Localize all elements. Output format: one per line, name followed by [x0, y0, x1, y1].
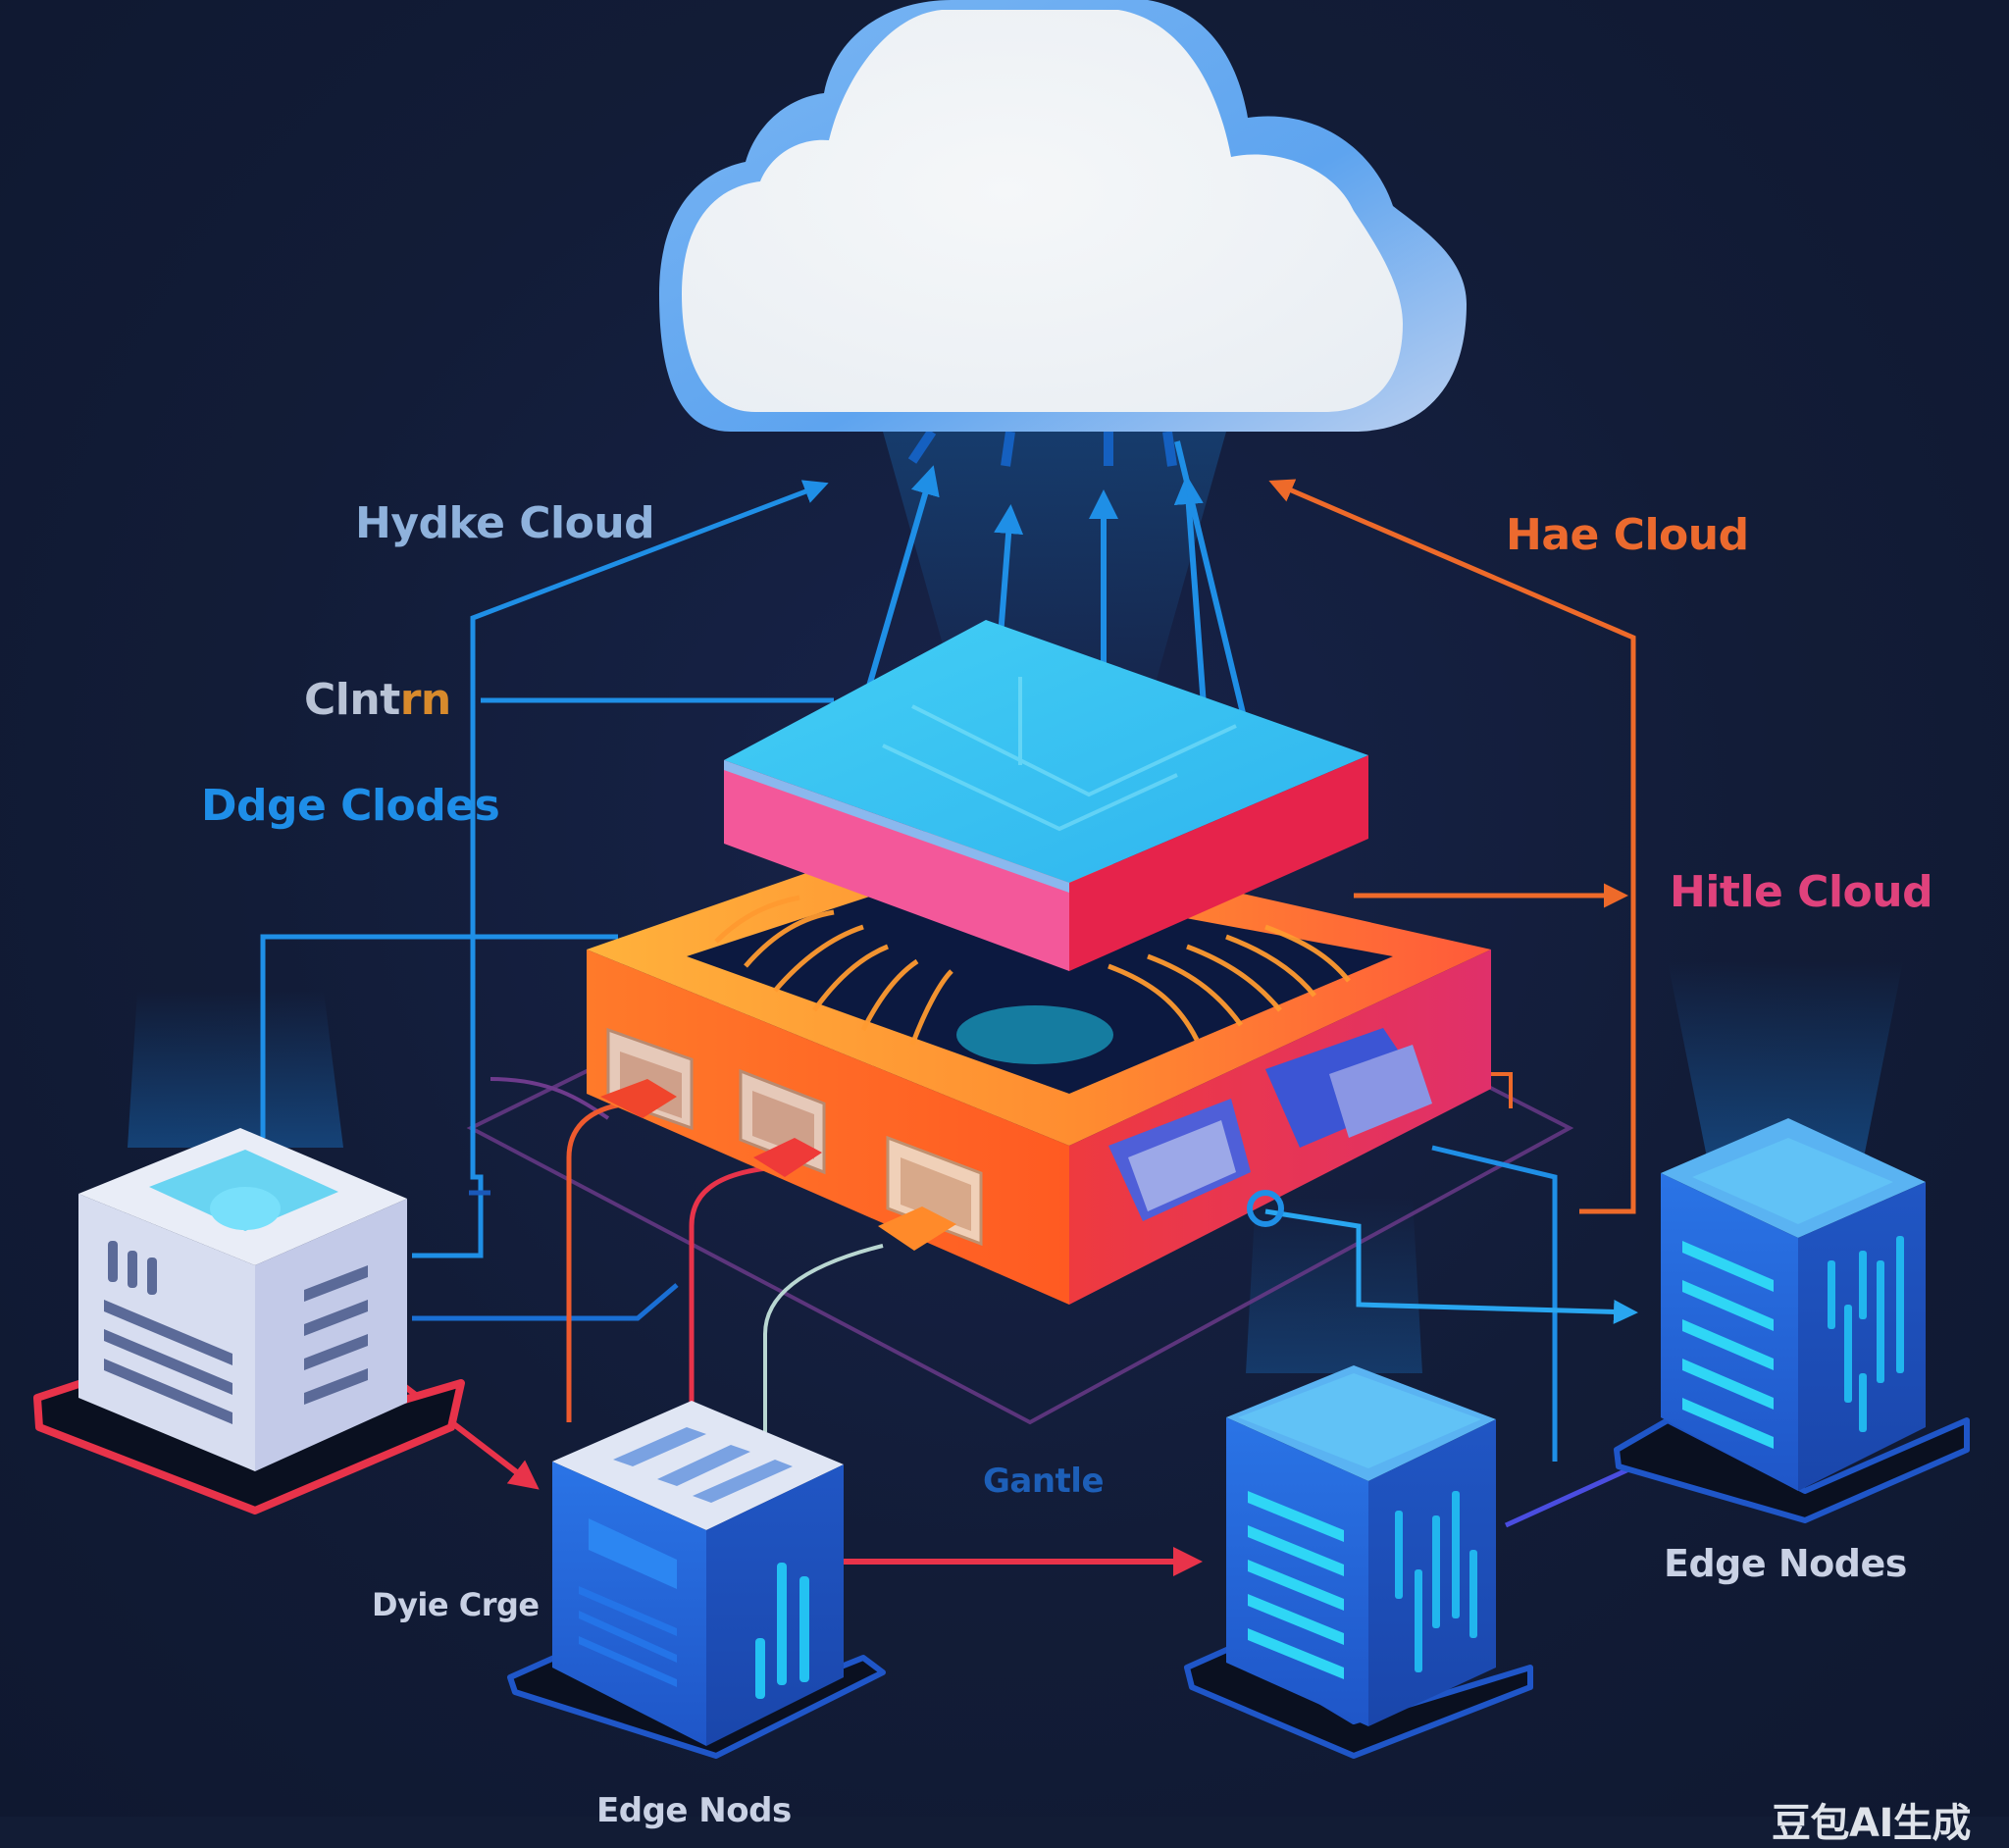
link-right-server-cable: [1431, 1145, 1558, 1462]
label-edge-nodes-bottom: Edge Nods: [596, 1791, 792, 1830]
link-hae-cloud: [1268, 479, 1636, 1214]
label-clntrn: Clntrn: [304, 675, 451, 725]
downlink-5: [1174, 440, 1260, 751]
label-clntrn-tail: rn: [399, 675, 452, 725]
label-clntrn-head: Clnt: [304, 675, 400, 725]
link-orange-right-small: [1491, 1072, 1513, 1108]
link-hydke-cloud: [412, 480, 829, 1258]
link-cream-center: [763, 1244, 884, 1432]
router-icon: [587, 826, 1491, 1305]
link-red-center: [689, 1164, 776, 1403]
uplink-1: [860, 465, 940, 707]
label-hae-cloud: Hae Cloud: [1506, 510, 1749, 560]
link-left-server-top: [260, 934, 618, 1138]
label-edge-nodes-right: Edge Nodes: [1664, 1542, 1907, 1585]
router-port-side-2: [1265, 1028, 1432, 1148]
link-red-left-down: [566, 1101, 629, 1422]
label-hitle-cloud: Hitle Cloud: [1670, 867, 1933, 917]
link-left-server-mid: [412, 1283, 679, 1321]
cloud-stem-4: [1162, 431, 1177, 467]
chip-icon: [724, 620, 1368, 971]
watermark: 豆包AI生成: [1772, 1801, 1971, 1846]
cloud-stem-2: [1001, 431, 1015, 467]
server-icon-left-white: [33, 1128, 465, 1514]
server-icon-right: [1614, 1118, 1970, 1523]
beam-right-server: [1668, 961, 1903, 1157]
beam-left-server: [128, 991, 343, 1148]
cloud-icon: [659, 0, 1467, 432]
label-dyie-crge: Dyie Crge: [372, 1586, 540, 1623]
router-port-side-1: [1108, 1099, 1251, 1221]
cloud-stem-1: [907, 429, 937, 464]
link-red-left-arrow: [386, 1370, 540, 1490]
label-hydke-cloud: Hydke Cloud: [355, 498, 655, 548]
router-port-1: [600, 1027, 694, 1131]
server-icon-bottom-left: [507, 1401, 886, 1759]
label-dedge-clodes: Ddge Clodes: [201, 781, 500, 831]
link-right-server-arrow: [1264, 1208, 1638, 1324]
router-port-3: [878, 1135, 983, 1251]
server-icon-bottom-center: [1184, 1365, 1533, 1759]
beam-center-server: [1246, 1197, 1422, 1373]
label-gantle: Gantle: [983, 1462, 1105, 1501]
router-port-2: [739, 1068, 826, 1177]
